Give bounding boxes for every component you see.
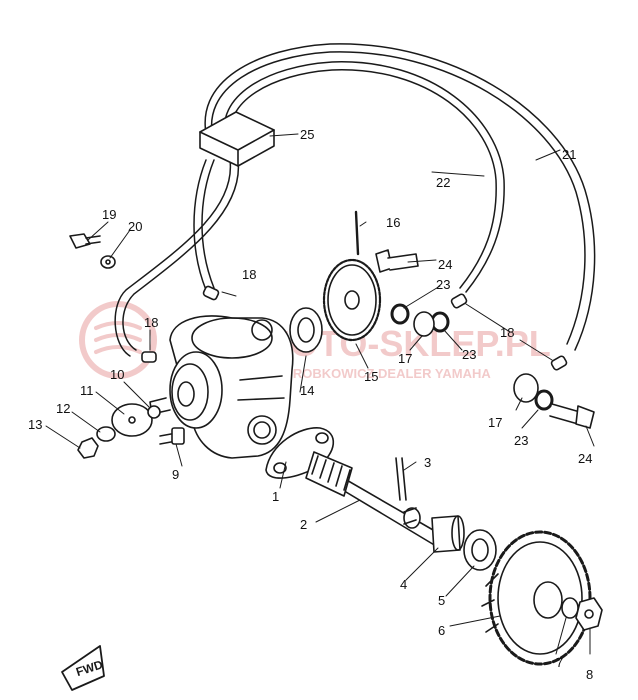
pipe-21-inner — [211, 51, 586, 345]
callout-part-6: 6 — [438, 623, 446, 638]
washer-7 — [561, 597, 579, 619]
banjo-bolt-24-lower — [549, 403, 595, 429]
callout-part-18-right: 18 — [500, 325, 515, 340]
washer-12 — [96, 426, 116, 442]
pin-3 — [395, 457, 407, 501]
callout-part-12: 12 — [56, 401, 71, 416]
callout-part-21: 21 — [562, 147, 577, 162]
pump-cover-plate-hole — [128, 416, 136, 424]
callout-part-22: 22 — [436, 175, 451, 190]
pipe-18-feed-inner — [201, 159, 215, 289]
callout-part-11: 11 — [80, 383, 94, 398]
callout-part-25: 25 — [300, 127, 315, 142]
oil-pump-body — [149, 315, 294, 459]
oil-delivery-pipes — [114, 43, 596, 357]
pump-pulley — [171, 363, 209, 421]
leader-lines — [45, 133, 595, 655]
washer-10 — [147, 405, 161, 419]
banjo-fittings-17 — [413, 311, 539, 403]
pin-16 — [354, 210, 360, 256]
callout-part-13: 13 — [28, 417, 43, 432]
screw-19-washer-20 — [69, 233, 116, 269]
pipe-fittings-18 — [141, 285, 568, 371]
callout-part-3: 3 — [424, 455, 432, 470]
fwd-arrow-icon: FWD — [61, 645, 105, 691]
worm-thread — [311, 455, 351, 491]
pump-bottom-port-inner — [253, 421, 271, 439]
nut-8 — [575, 597, 603, 631]
pipe-21-outer — [204, 43, 596, 351]
callout-part-17-lower: 17 — [488, 415, 503, 430]
callout-part-10: 10 — [110, 367, 125, 382]
callout-part-24-lower: 24 — [578, 451, 593, 466]
callout-part-18-left: 18 — [144, 315, 159, 330]
callout-part-7: 7 — [556, 655, 564, 670]
pump-pulley-hub — [177, 381, 195, 407]
callout-part-2: 2 — [300, 517, 308, 532]
callout-part-23-upper: 23 — [436, 277, 451, 292]
pump-drive-gear-15 — [322, 258, 382, 342]
oil-seal-14 — [289, 307, 323, 353]
callout-part-18-upper: 18 — [242, 267, 257, 282]
pump-cover-parts — [77, 403, 185, 459]
callout-part-16: 16 — [386, 215, 401, 230]
callout-part-9: 9 — [172, 467, 180, 482]
driven-gear-6 — [481, 530, 592, 666]
pump-top-flange — [191, 317, 273, 359]
callout-part-23-lower: 23 — [514, 433, 529, 448]
pump-body-ribs — [237, 375, 285, 401]
pipe-22-outer — [223, 61, 505, 293]
gear-teeth-side — [481, 573, 499, 633]
callout-part-23-middle: 23 — [462, 347, 477, 362]
bearing-5 — [463, 529, 497, 571]
callout-part-19: 19 — [102, 207, 117, 222]
callout-part-24-upper: 24 — [438, 257, 453, 272]
pipe-left-loop-outer — [114, 159, 232, 357]
pump-pulley-housing — [169, 351, 223, 429]
callout-part-8: 8 — [586, 667, 594, 682]
pipe-18-feed-outer — [193, 159, 207, 291]
callout-part-15: 15 — [364, 369, 379, 384]
pipe-left-loop-inner — [122, 159, 240, 351]
collar-4 — [431, 515, 465, 553]
pipe-22-inner — [229, 69, 497, 289]
callout-part-5: 5 — [438, 593, 446, 608]
banjo-bolt-24-upper — [375, 249, 419, 273]
pump-drive-shaft-2 — [305, 451, 441, 547]
callout-part-20: 20 — [128, 219, 143, 234]
screw-9-head — [171, 427, 185, 445]
copper-washers-23 — [390, 303, 554, 411]
pump-bottom-port — [247, 415, 277, 445]
callout-part-1: 1 — [272, 489, 280, 504]
pump-top-boss — [251, 319, 273, 341]
pipe-clamp-25 — [199, 111, 275, 167]
callout-part-17-upper: 17 — [398, 351, 413, 366]
callout-part-14: 14 — [300, 383, 315, 398]
watermark-sub-text: ...ROBKOWICZ DEALER YAMAHA — [282, 366, 491, 381]
nut-13 — [77, 437, 99, 459]
callout-part-4: 4 — [400, 577, 408, 592]
